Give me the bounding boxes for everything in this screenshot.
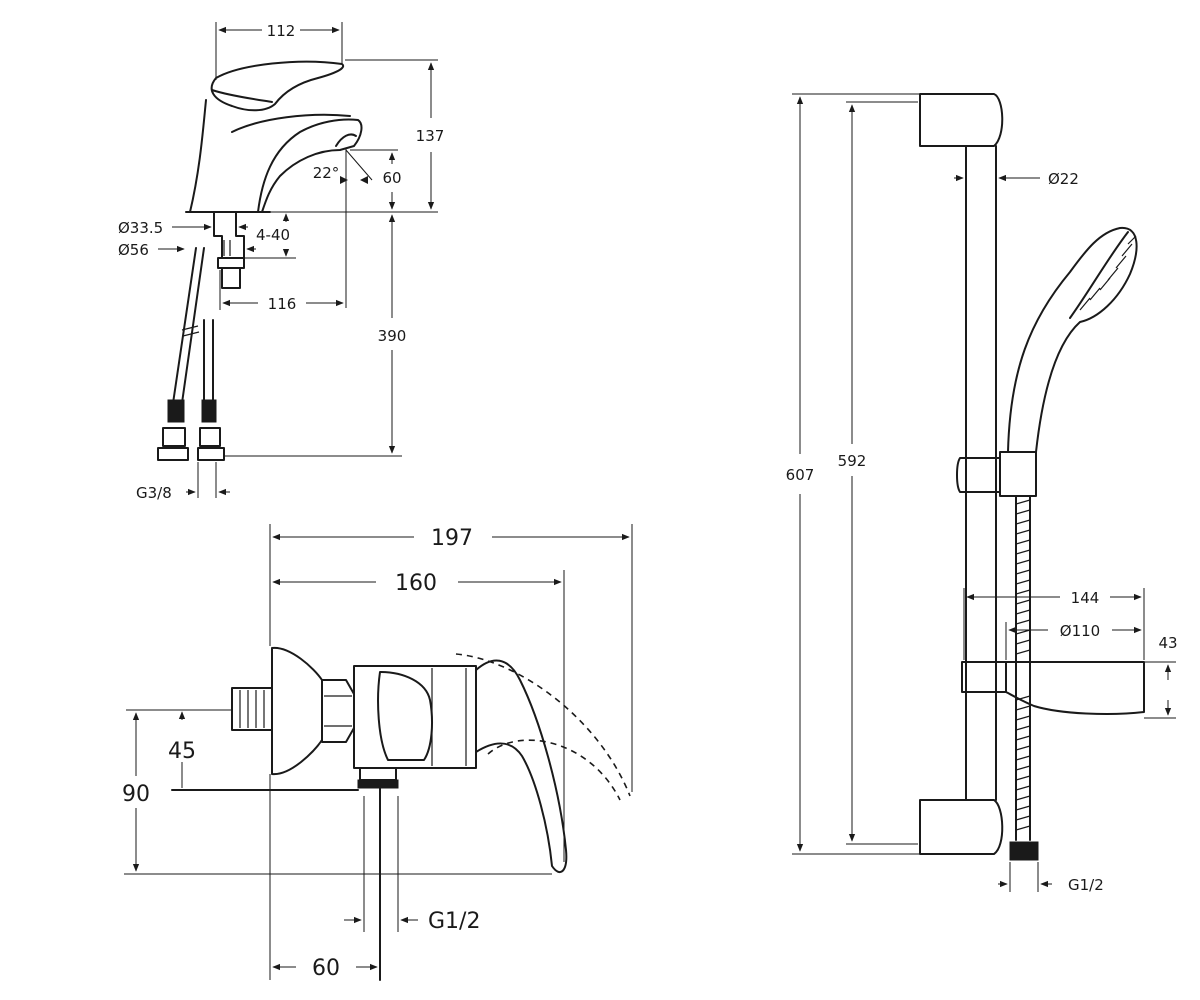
basin-lever [210, 60, 345, 112]
dim-basin-height: 137 [416, 127, 445, 145]
dim-hose-length: 390 [378, 327, 407, 345]
dim-base-diameter: Ø56 [118, 241, 149, 259]
dim-bracket-spacing: 592 [838, 452, 867, 470]
dim-wall-overall-length: 197 [431, 526, 473, 551]
dim-shank-diameter: Ø33.5 [118, 219, 163, 237]
shower-rail-drawing: 607 592 Ø22 144 Ø110 43 G1/2 [786, 93, 1178, 894]
dim-wall-outlet-thread: G1/2 [428, 909, 480, 934]
dim-dish-height: 43 [1158, 634, 1177, 652]
dim-hose-thread: G3/8 [136, 484, 172, 502]
dim-wall-center-90: 90 [122, 782, 150, 807]
dim-dish-width: 144 [1071, 589, 1100, 607]
wall-mixer-drawing: 197 160 45 90 G1/2 60 [122, 524, 633, 981]
dim-spout-angle: 22° [313, 164, 340, 182]
dim-rail-hose-thread: G1/2 [1068, 876, 1104, 894]
dim-wall-body-length: 160 [395, 571, 437, 596]
basin-body [189, 99, 363, 213]
dim-wall-outlet-offset: 60 [312, 956, 340, 981]
dim-spout-reach: 116 [268, 295, 297, 313]
dim-rail-overall-height: 607 [786, 466, 815, 484]
dim-basin-width: 112 [267, 22, 296, 40]
dim-spout-height: 60 [382, 169, 401, 187]
dim-wall-center-45: 45 [168, 739, 196, 764]
basin-mixer-drawing: 112 137 22° 60 390 Ø33.5 Ø56 4- [118, 22, 444, 502]
dim-dish-diameter: Ø110 [1060, 622, 1100, 640]
dim-deck-thickness: 4-40 [256, 226, 290, 244]
dim-rail-diameter: Ø22 [1048, 170, 1079, 188]
